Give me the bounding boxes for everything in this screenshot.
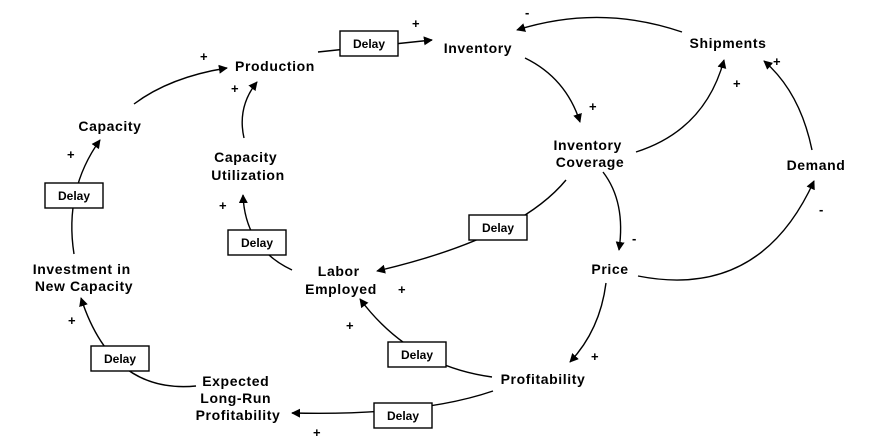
node-expected-long-run-profitability: Expected Long-Run Profitability [196,373,281,423]
link-price-profitability [569,282,607,363]
delay-label: Delay [401,348,433,362]
node-demand: Demand [787,157,846,173]
link-inventory-coverage [524,57,582,123]
node-inventory-coverage: Inventory Coverage [554,137,627,170]
sign-shipments-inventory: - [525,5,529,20]
delay-label: Delay [353,37,385,51]
sign-coverage-price: - [632,231,636,246]
delay-investment-capacity: Delay [44,182,104,209]
sign-inventory-coverage: + [589,99,597,114]
sign-utilization-production: + [231,81,239,96]
node-production: Production [235,58,315,74]
node-shipments: Shipments [690,35,767,51]
sign-profitability-expected: + [313,425,321,440]
link-coverage-price [602,171,625,251]
node-labor-employed: Labor Employed [305,263,377,297]
node-profitability: Profitability [501,371,586,387]
node-investment-in-new-capacity: Investment in New Capacity [33,261,136,294]
delay-coverage-labor: Delay [468,214,528,241]
sign-investment-capacity: + [67,147,75,162]
sign-coverage-shipments: + [733,76,741,91]
link-expected-investment [79,297,197,388]
link-demand-shipments [763,60,813,151]
sign-price-profitability: + [591,349,599,364]
sign-demand-shipments: + [773,54,781,69]
link-price-demand [637,180,815,281]
delay-label: Delay [104,352,136,366]
node-price: Price [591,261,628,277]
delay-label: Delay [58,189,90,203]
delay-expected-investment: Delay [90,345,150,372]
delay-profitability-expected: Delay [373,402,433,429]
sign-price-demand: - [819,202,823,217]
sign-labor-utilization: + [219,198,227,213]
delay-labor-utilization: Delay [227,229,287,256]
sign-coverage-labor: + [398,282,406,297]
node-capacity: Capacity [78,118,141,134]
sign-capacity-production: + [200,49,208,64]
sign-profitability-labor: + [346,318,354,333]
node-capacity-utilization: Capacity Utilization [211,149,284,183]
node-inventory: Inventory [444,40,512,56]
delay-production-inventory: Delay [339,30,399,57]
sign-expected-investment: + [68,313,76,328]
link-utilization-production [241,81,258,139]
link-capacity-production [133,64,228,105]
delay-label: Delay [241,236,273,250]
delay-label: Delay [482,221,514,235]
link-coverage-shipments [635,59,727,153]
delay-label: Delay [387,409,419,423]
link-shipments-inventory [516,16,683,33]
delay-profitability-labor: Delay [387,341,447,368]
sign-production-inventory: + [412,16,420,31]
